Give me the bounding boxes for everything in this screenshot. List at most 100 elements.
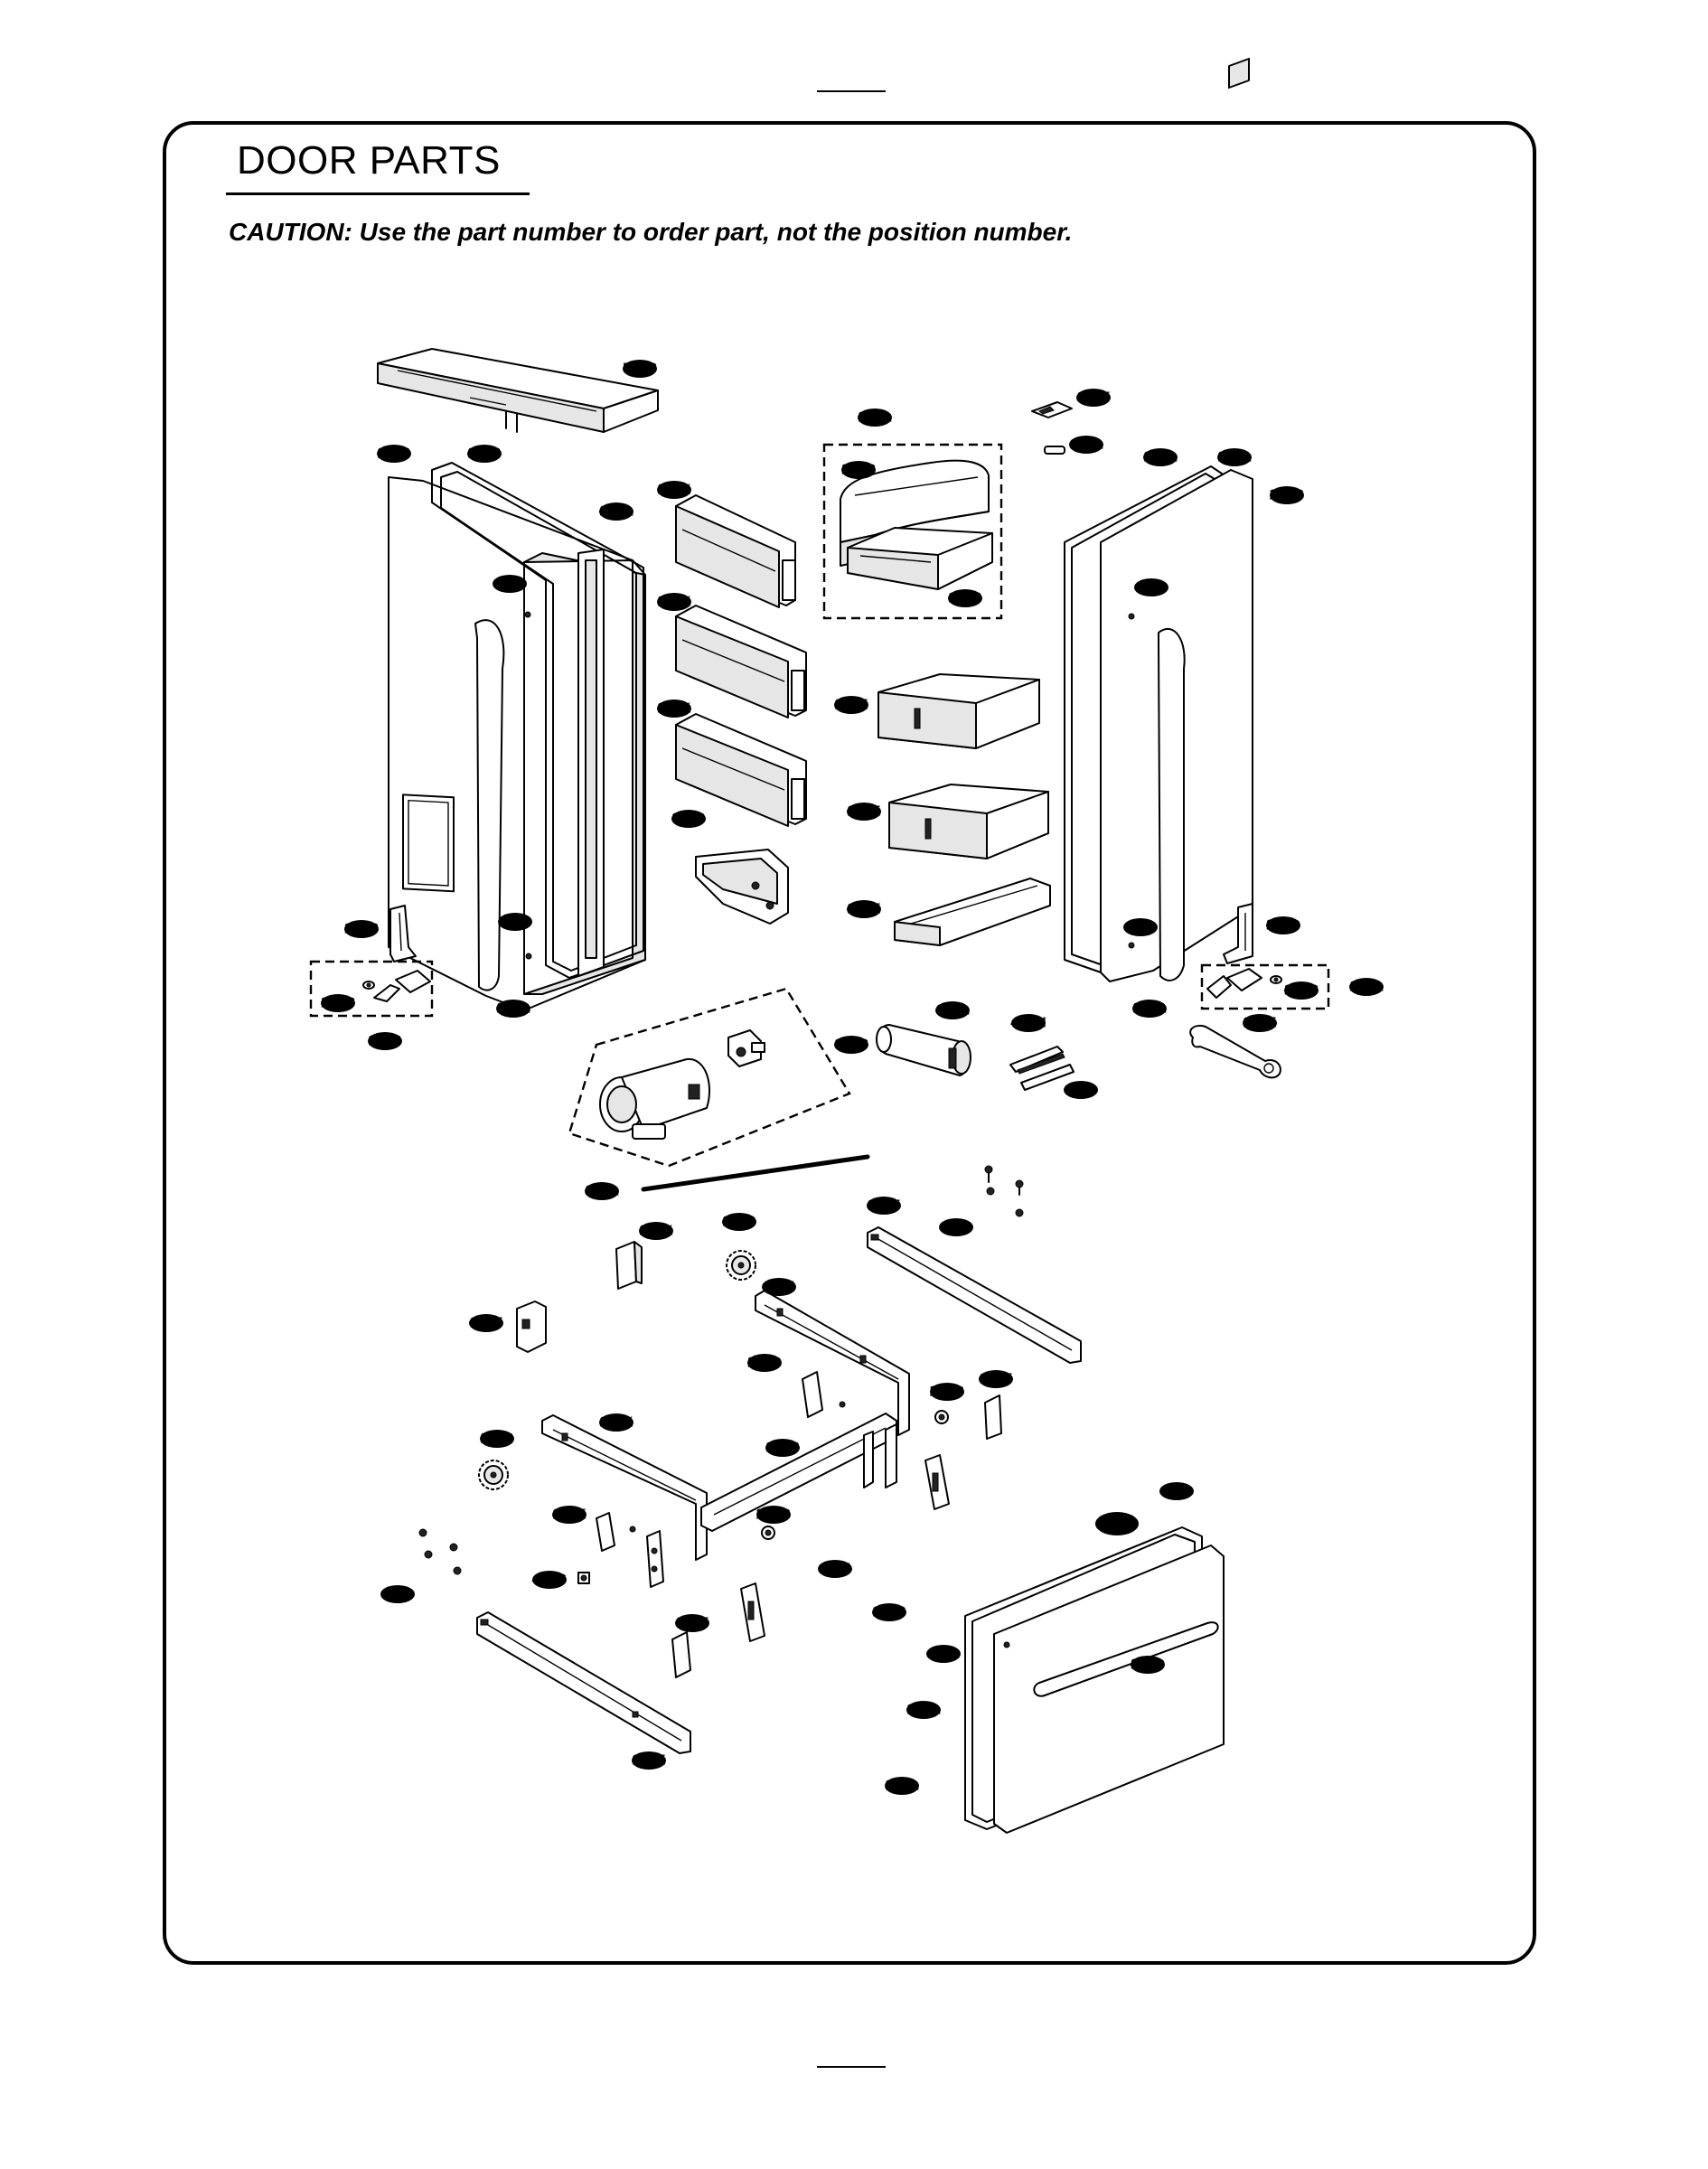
bracket-part-249s [740, 1454, 950, 1642]
door-bin-part-bottom [675, 713, 807, 827]
page-mark-top [817, 90, 886, 92]
callout-312b: 312B [671, 810, 706, 828]
callout-409i-label: 409I [1066, 1083, 1094, 1098]
callout-b06-left-lower: B06 [498, 913, 532, 931]
callout-407g-label: 407G [531, 1573, 567, 1588]
callout-233a-bubble [1143, 448, 1178, 466]
callout-243c-label: 243C [344, 922, 379, 937]
callout-624a: 624A [935, 1001, 970, 1019]
guard-part-205e [894, 878, 1051, 946]
callout-s05-lower-label: S05 [385, 1587, 411, 1602]
callout-249s-leader-2 [765, 1612, 889, 1618]
callout-b06-drawer-top-bubble [1159, 1482, 1194, 1500]
callout-250b-upper-label: 250B [722, 1215, 755, 1230]
callout-241b-bubble [948, 589, 982, 607]
callout-249p: 249P [765, 1439, 800, 1457]
callout-262c-right-bubble [1284, 981, 1319, 1000]
callout-203a-label: 203A [906, 1703, 941, 1718]
callout-500c-label: 500C [623, 362, 657, 377]
callout-250a-bubble [585, 1182, 619, 1200]
callout-231b-left: 231B [377, 445, 411, 463]
callout-249s-label: 249S [872, 1605, 906, 1620]
callout-250b-lower-label: 250B [480, 1432, 513, 1447]
page-mark-bottom [817, 2066, 886, 2068]
callout-249e: 249E [632, 1751, 666, 1770]
callout-233a: 233A [1143, 448, 1178, 466]
callout-250b-lower: 250B [480, 1430, 514, 1448]
callout-212d-bubble [1131, 1656, 1165, 1674]
hinge-parts-262c-right [1206, 968, 1282, 999]
door-bin-part-241e-upper [877, 673, 1040, 749]
callout-249e-label: 249E [632, 1753, 665, 1769]
callout-b06-left-lower-label: B06 [502, 915, 529, 930]
callout-b06-right-upper-bubble [1134, 578, 1168, 596]
callout-b06-drawer-top: B06 [1159, 1482, 1194, 1500]
left-door-flap-part [577, 549, 605, 977]
callout-241k-bottom: 241K [657, 700, 691, 718]
callout-250k-label: 250K [639, 1224, 673, 1239]
door-bin-part-top [675, 494, 796, 608]
caution-note: CAUTION: Use the part number to order pa… [229, 218, 1073, 246]
callout-249e-bubble [632, 1751, 666, 1770]
callout-b06-right-upper-label: B06 [1139, 580, 1165, 596]
callout-s05-lower: S05 [380, 1585, 415, 1603]
callout-250a: 250A [585, 1182, 619, 1200]
callout-249k-label: 249K [599, 1415, 633, 1431]
callout-235a-label: 235A [599, 504, 633, 520]
callout-241k-middle: 241K [657, 593, 691, 611]
callout-201a: 201A [885, 1777, 919, 1795]
callout-212g-bubble [1270, 486, 1304, 504]
callout-405m: 405M [1010, 1014, 1046, 1032]
callout-407g: 407G [531, 1571, 568, 1589]
clip-part-281d [802, 1371, 846, 1418]
callout-409i-bubble [1064, 1081, 1098, 1099]
callout-253j-bubble [818, 1560, 852, 1578]
callout-241k-middle-bubble [657, 593, 691, 611]
callout-241a: 241A [858, 408, 892, 427]
callout-231b-left-bubble [377, 445, 411, 463]
clip-part-281e [596, 1512, 636, 1552]
callout-b06-right-lower-bubble [1123, 918, 1158, 936]
callout-249s-bubble [872, 1603, 906, 1621]
callout-241c: 241C [841, 461, 876, 479]
callout-243a: 243A [1349, 978, 1384, 996]
callout-249j: 249J [762, 1278, 796, 1296]
callout-231a-label: 231A [1217, 450, 1252, 465]
hinge-block-part-243d [1223, 903, 1253, 964]
callout-233b-label: 233B [467, 446, 501, 462]
callout-249k-bubble [599, 1413, 633, 1432]
callout-281g-upper-bubble [930, 1383, 964, 1401]
cap-part-281g-lower [761, 1526, 775, 1540]
callout-241c-bubble [841, 461, 876, 479]
leader-lines [765, 1512, 1139, 1618]
gear-part-250b-lower [478, 1460, 509, 1490]
callout-205e-label: 205E [847, 902, 880, 917]
callout-243d: 243D [1266, 916, 1300, 934]
callout-b06-left-upper-label: B06 [497, 577, 523, 592]
callout-241b-label: 241B [948, 591, 981, 606]
callout-203a-bubble [906, 1701, 941, 1719]
callout-250k-bubble [639, 1222, 673, 1240]
callout-250k: 250K [639, 1222, 673, 1240]
cap-part-407g [577, 1572, 590, 1584]
callout-231a-bubble [1217, 448, 1252, 466]
callout-241k-top-label: 241K [657, 483, 691, 498]
callout-619c: 619C [834, 1036, 868, 1054]
callout-250b-upper: 250B [722, 1213, 756, 1231]
callout-281f-lower: 281F [675, 1614, 709, 1632]
callout-243a-bubble [1349, 978, 1384, 996]
latch-part-253j [646, 1530, 664, 1588]
callout-205e-bubble [847, 900, 881, 918]
hinge-group-box-243a [1200, 963, 1330, 1010]
hinge-cover-part [377, 348, 659, 433]
callout-249f-bubble [867, 1197, 901, 1215]
callout-205f-label: 205F [1077, 390, 1111, 406]
callout-241a-label: 241A [858, 410, 892, 426]
callout-b06-drawer-label: B06 [931, 1647, 957, 1662]
callout-s05-lower-bubble [380, 1585, 415, 1603]
callout-241e-upper-bubble [834, 696, 868, 714]
callout-249p-bubble [765, 1439, 800, 1457]
callout-b06-right-upper: B06 [1134, 578, 1168, 596]
